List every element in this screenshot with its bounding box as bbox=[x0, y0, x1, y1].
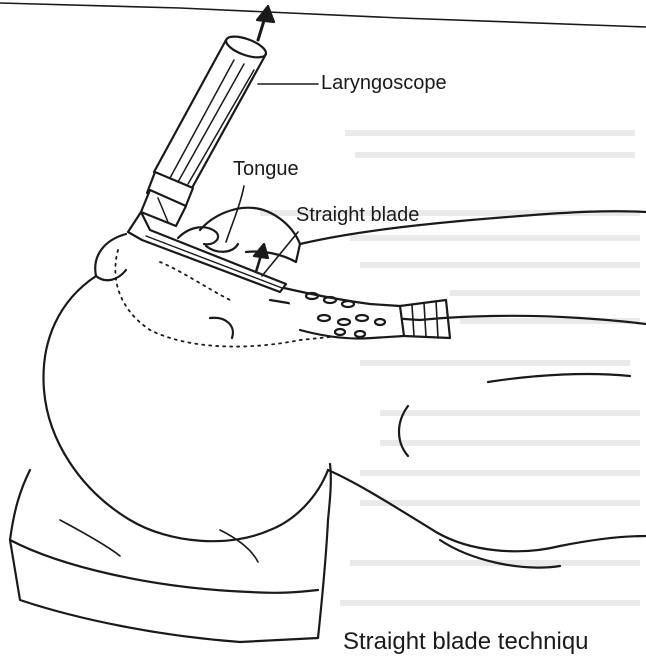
laryngoscope-handle bbox=[141, 32, 268, 226]
tongue-leader-line bbox=[226, 186, 244, 242]
laryngoscope-label: Laryngoscope bbox=[321, 72, 447, 95]
patient-neck-shoulder bbox=[270, 211, 646, 567]
endotracheal-tube bbox=[284, 288, 450, 339]
upper-lip bbox=[178, 227, 218, 244]
head-pillow bbox=[10, 464, 331, 642]
blade-lift-arrow bbox=[254, 244, 268, 272]
figure-caption: Straight blade techniqu bbox=[343, 628, 589, 656]
straight-blade-label: Straight blade bbox=[296, 204, 419, 227]
page-top-edge bbox=[0, 3, 646, 27]
tongue-label: Tongue bbox=[233, 158, 299, 181]
patient-head bbox=[43, 234, 340, 541]
lower-lip bbox=[206, 244, 238, 252]
tongue-outline bbox=[200, 208, 300, 262]
